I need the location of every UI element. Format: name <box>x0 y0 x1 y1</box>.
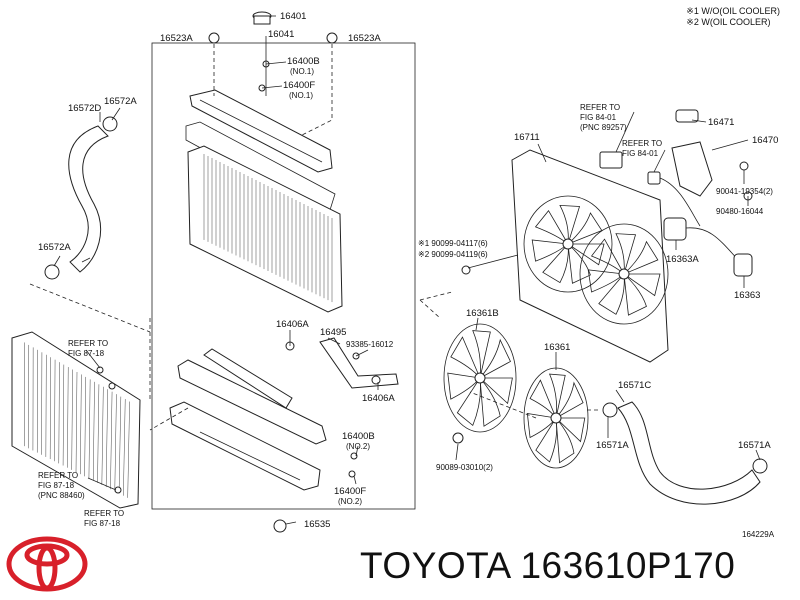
label-16400B-low: 16400B <box>342 431 375 442</box>
label-refer-84-01-b1: REFER TO <box>622 139 662 148</box>
note-1: ※1 W/O(OIL COOLER) <box>686 6 780 16</box>
label-16406A-low: 16406A <box>362 393 395 404</box>
label-16400B-top: 16400B <box>287 56 320 67</box>
label-refer-87-18-a1: REFER TO <box>68 339 108 348</box>
label-16535: 16535 <box>304 519 330 530</box>
label-90089: 90089-03010(2) <box>436 463 493 472</box>
part-labels: 16401 16523A 16041 16523A 16400B (NO.1) … <box>38 11 778 530</box>
label-16571A-right: 16571A <box>738 440 771 451</box>
fan-blade-upper <box>531 204 661 316</box>
fan-shroud[interactable] <box>511 149 669 363</box>
fan-bracket-16470[interactable] <box>671 109 713 197</box>
label-no2-b: (NO.2) <box>338 497 362 506</box>
label-refer-84-01-b2: FIG 84-01 <box>622 149 659 158</box>
toyota-logo-icon <box>6 536 88 592</box>
label-refer-87-18-a2: FIG 87-18 <box>68 349 105 358</box>
figure-code: 164229A <box>742 530 775 539</box>
radiator-side-pipe <box>203 348 293 409</box>
label-refer-87-18-b2: FIG 87-18 <box>38 481 75 490</box>
label-16471: 16471 <box>708 117 734 128</box>
note-2: ※2 W(OIL COOLER) <box>686 17 771 27</box>
radiator-upper-tank[interactable] <box>189 89 333 173</box>
radiator-lower-hose[interactable] <box>617 401 761 505</box>
label-90041: 90041-19354(2) <box>716 187 773 196</box>
label-16363: 16363 <box>734 290 760 301</box>
label-16572D: 16572D <box>68 103 101 114</box>
label-no1-a: (NO.1) <box>290 67 314 76</box>
label-16523A-left: 16523A <box>160 33 193 44</box>
radiator-upper-hose[interactable] <box>68 125 109 273</box>
label-90480: 90480-16044 <box>716 207 764 216</box>
label-refer-87-18-b1: REFER TO <box>38 471 78 480</box>
drain-plug-icon[interactable] <box>208 32 338 533</box>
label-16361: 16361 <box>544 342 570 353</box>
label-refer-87-18-c1: REFER TO <box>84 509 124 518</box>
fan-motor-16363[interactable] <box>733 253 753 277</box>
cooling-fan-16361B[interactable] <box>443 323 517 433</box>
label-16571C: 16571C <box>618 380 651 391</box>
label-refer-87-18-c2: FIG 87-18 <box>84 519 121 528</box>
radiator-lower-tank[interactable] <box>177 359 327 445</box>
label-16470: 16470 <box>752 135 778 146</box>
drain-cock-pipe <box>319 337 399 389</box>
label-93385: 93385-16012 <box>346 340 394 349</box>
hose-clamp-icon <box>44 116 118 280</box>
label-16400F-low: 16400F <box>334 486 366 497</box>
label-16361B: 16361B <box>466 308 499 319</box>
label-16572A-top: 16572A <box>104 96 137 107</box>
legend-notes: ※1 W/O(OIL COOLER) ※2 W(OIL COOLER) <box>686 6 780 28</box>
label-16041: 16041 <box>268 29 294 40</box>
radiator-lower-seal <box>169 401 321 491</box>
label-refer-84-01-a1: REFER TO <box>580 103 620 112</box>
label-refer-87-18-b3: (PNC 88460) <box>38 491 85 500</box>
condenser[interactable] <box>11 331 141 509</box>
label-90099-2: ※2 90099-04119(6) <box>418 250 488 259</box>
radiator-group-frame <box>151 42 416 510</box>
label-no1-b: (NO.1) <box>289 91 313 100</box>
label-90099-1: ※1 90099-04117(6) <box>418 239 488 248</box>
radiator-core[interactable] <box>187 145 343 313</box>
label-refer-84-01-a3: (PNC 89257) <box>580 123 627 132</box>
label-refer-84-01-a2: FIG 84-01 <box>580 113 617 122</box>
label-16363A: 16363A <box>666 254 699 265</box>
label-16401: 16401 <box>280 11 306 22</box>
label-16523A-right: 16523A <box>348 33 381 44</box>
dashed-relation-lines <box>29 44 598 431</box>
label-16572A-low: 16572A <box>38 242 71 253</box>
label-16571A-left: 16571A <box>596 440 629 451</box>
part-title: TOYOTA 163610P170 <box>360 545 736 586</box>
label-16406A-top: 16406A <box>276 319 309 330</box>
cooling-fan-16361[interactable] <box>523 367 589 469</box>
leader-lines <box>53 15 761 525</box>
radiator-cap-icon[interactable] <box>252 11 272 25</box>
relay-connector <box>599 151 701 227</box>
label-16495: 16495 <box>320 327 346 338</box>
label-16400F-top: 16400F <box>283 80 315 91</box>
label-16711: 16711 <box>514 132 540 143</box>
label-no2-a: (NO.2) <box>346 442 370 451</box>
